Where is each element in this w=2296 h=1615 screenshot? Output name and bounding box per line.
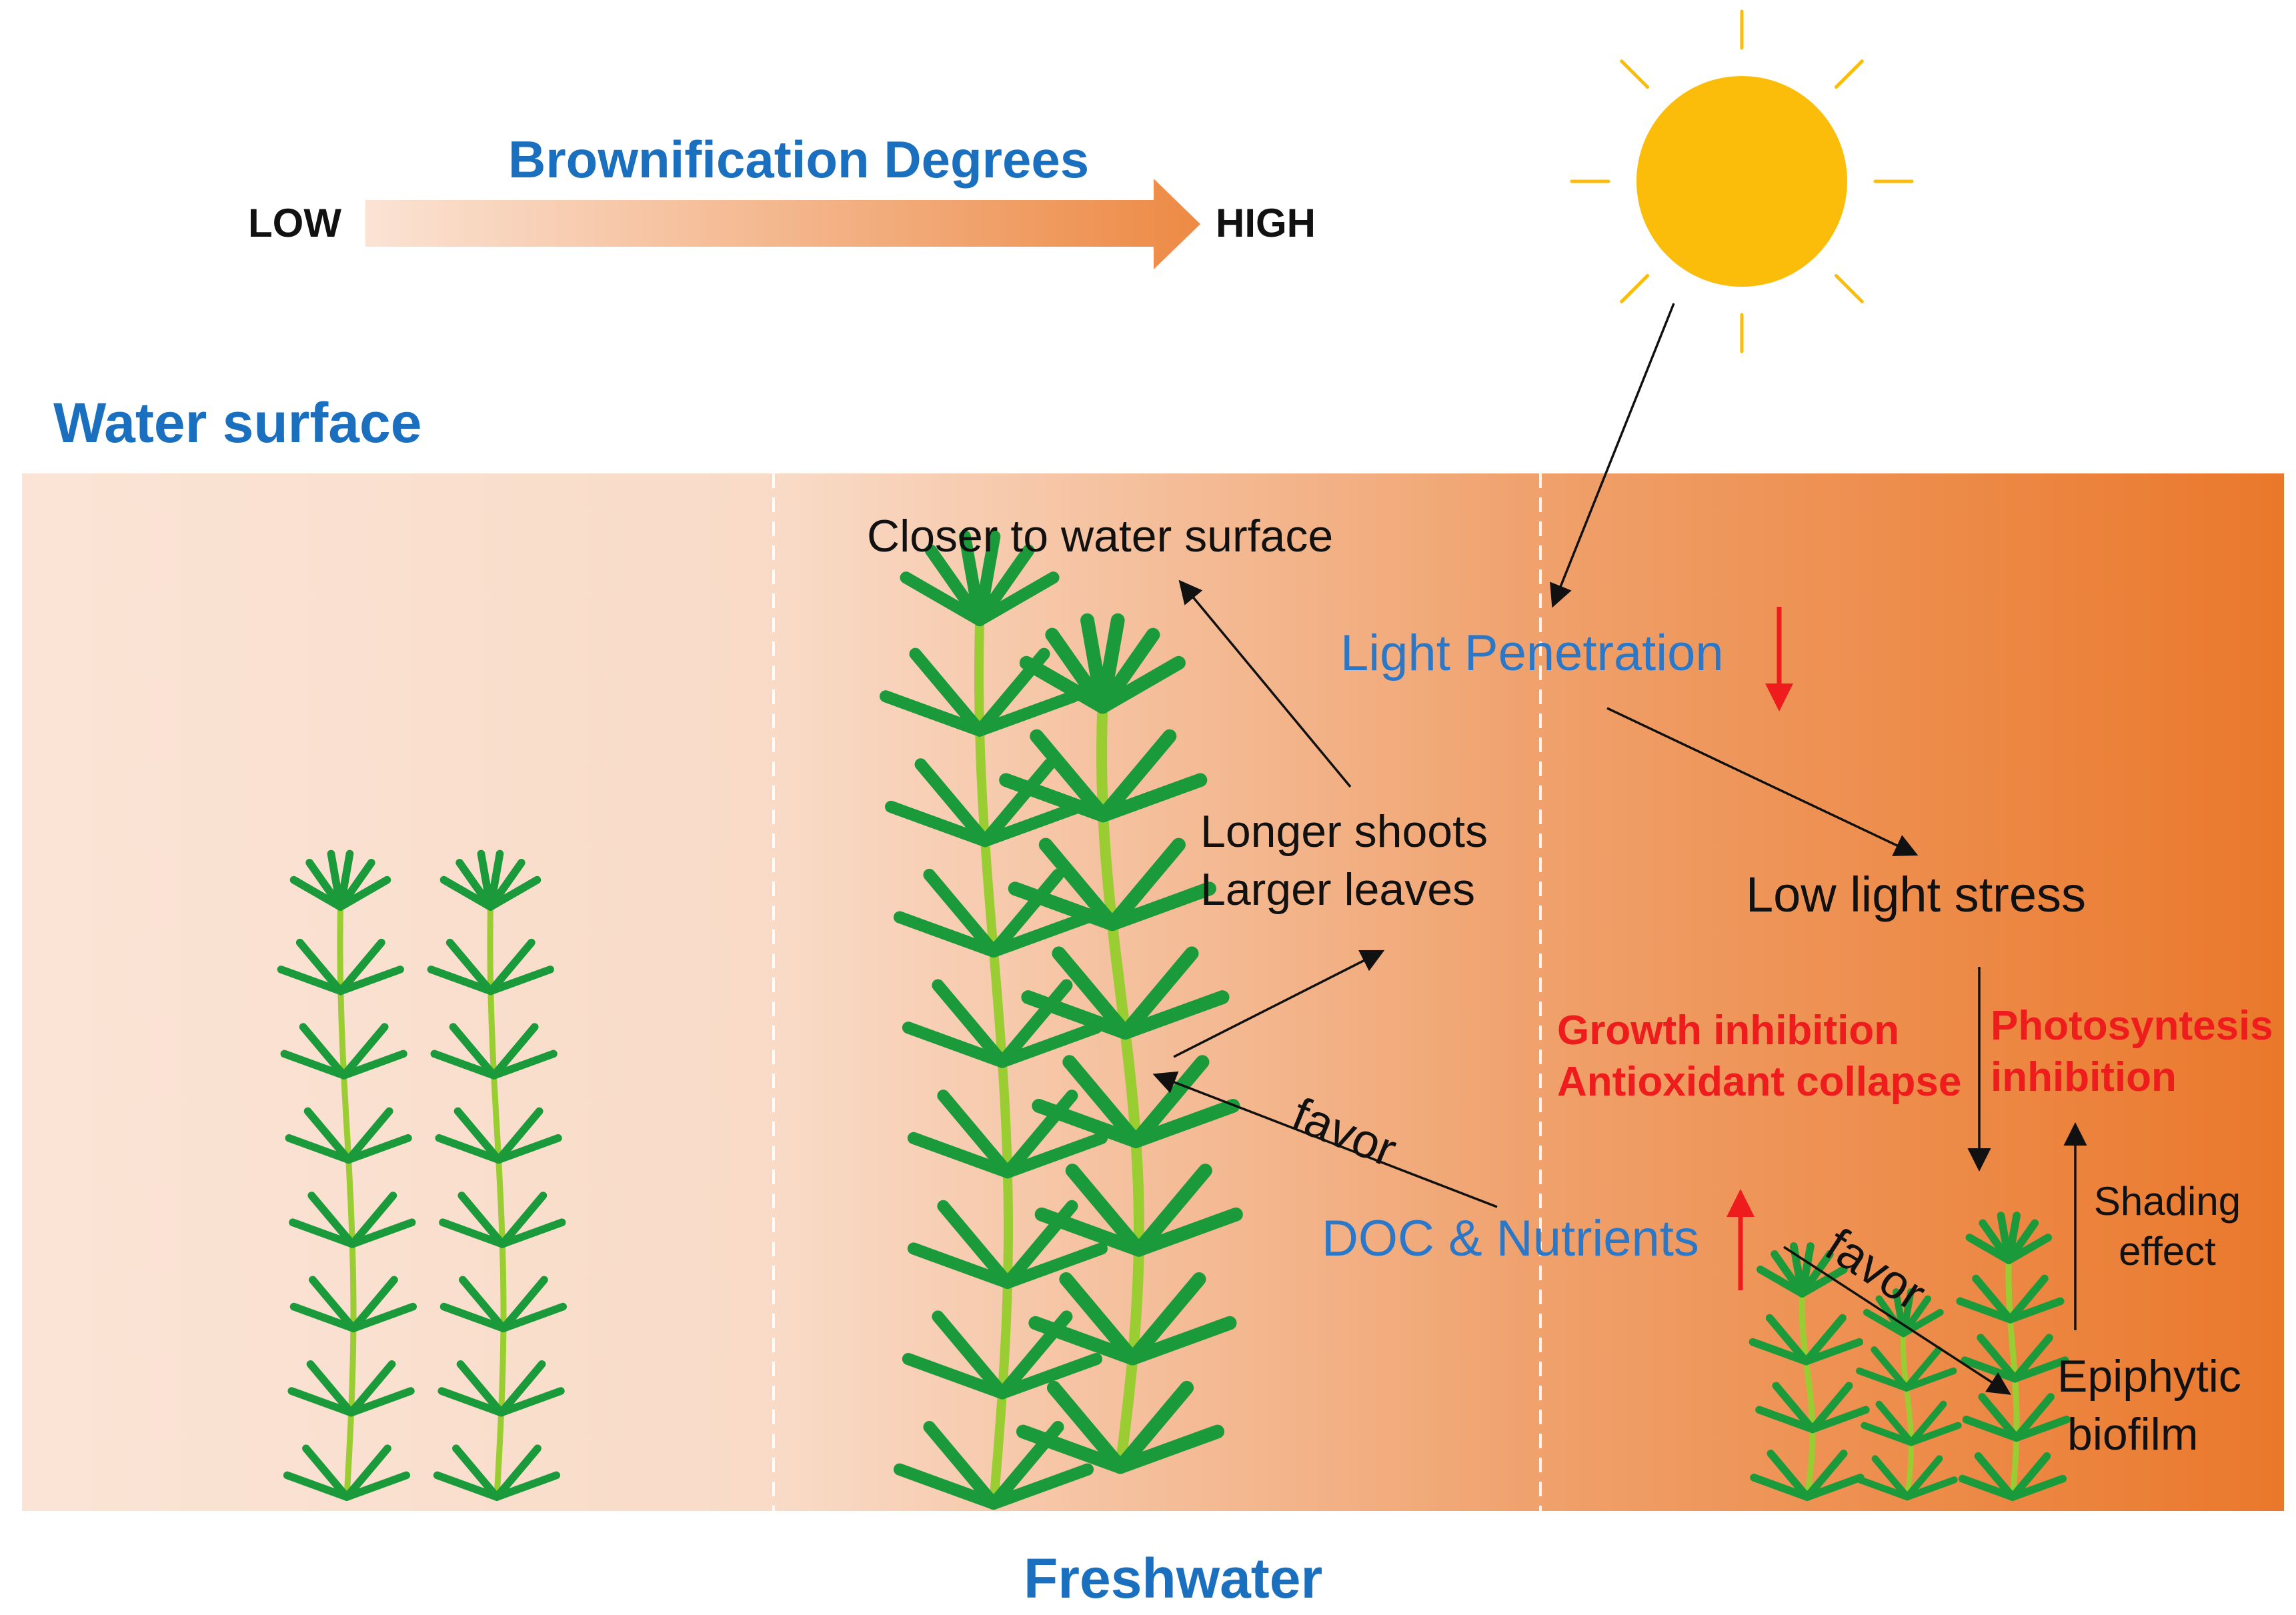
brownification-title: Brownification Degrees xyxy=(508,130,1090,189)
plant-low-2 xyxy=(427,850,567,1501)
water-surface-label: Water surface xyxy=(53,391,422,454)
plant-medium-2 xyxy=(999,613,1243,1474)
trend-arrows xyxy=(1727,607,1793,1290)
low-label: LOW xyxy=(248,201,341,245)
high-label: HIGH xyxy=(1216,201,1316,245)
epiphytic-label-line2: biofilm xyxy=(2067,1409,2199,1460)
sun-ray xyxy=(1834,273,1864,303)
arrow-longer-shoots-to-closer xyxy=(1178,579,1352,788)
low-light-stress-label: Low light stress xyxy=(1746,867,2086,922)
plant-low-1 xyxy=(277,850,417,1501)
relation-arrows xyxy=(1152,303,2087,1395)
shading-label-line2: effect xyxy=(2119,1229,2216,1274)
photosynthesis-label-line2: inhibition xyxy=(1991,1054,2177,1100)
arrow-plant-to-longer-shoots xyxy=(1173,950,1385,1058)
longer-shoots-label: Longer shoots xyxy=(1200,806,1488,857)
photosynthesis-label-line1: Photosyntesis xyxy=(1991,1003,2273,1049)
sun-ray xyxy=(1620,273,1650,303)
sun-ray xyxy=(1834,59,1864,89)
macrophyte-plants xyxy=(277,530,2071,1510)
shading-label-line1: Shading xyxy=(2093,1179,2241,1224)
larger-leaves-label: Larger leaves xyxy=(1200,864,1476,915)
closer-to-surface-label: Closer to water surface xyxy=(867,511,1334,561)
arrow-doc-to-biofilm xyxy=(1783,1246,2011,1395)
brownification-gradient-arrow xyxy=(365,179,1200,269)
arrow-light-to-low-light-stress xyxy=(1606,707,1919,856)
plant-high-3 xyxy=(1956,1212,2071,1501)
doc-nutrients-label: DOC & Nutrients xyxy=(1322,1210,1699,1267)
arrow-doc-to-plant xyxy=(1152,1071,1498,1208)
sun-disc xyxy=(1636,76,1847,287)
sun-icon xyxy=(1570,9,1914,353)
sun-ray xyxy=(1620,59,1650,89)
light-penetration-label: Light Penetration xyxy=(1340,625,1724,681)
arrow-sun-to-light xyxy=(1550,303,1675,608)
antioxidant-collapse-label: Antioxidant collapse xyxy=(1557,1059,1962,1105)
plant-high-1 xyxy=(1749,1242,1870,1501)
freshwater-label: Freshwater xyxy=(1024,1547,1323,1610)
epiphytic-label-line1: Epiphytic xyxy=(2057,1351,2241,1402)
growth-inhibition-label: Growth inhibition xyxy=(1557,1008,1900,1054)
